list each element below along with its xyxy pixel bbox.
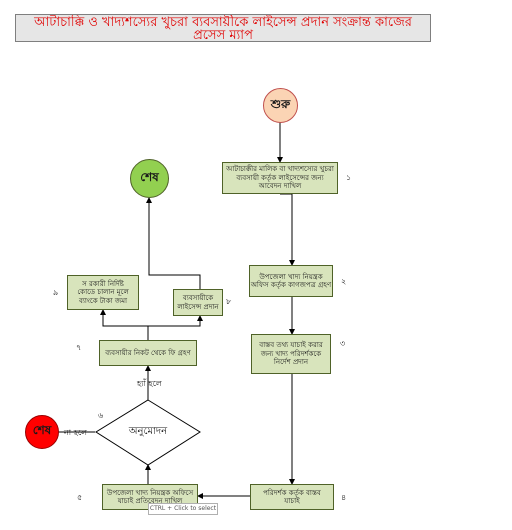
start-node: শুরু (263, 88, 298, 123)
start-label: শুরু (270, 96, 291, 111)
step5-line-1: উপজেলা খাদ্য নিয়ন্ত্রক অফিসে (106, 488, 194, 497)
title-line-1: আটাচাক্কি ও খাদ্যশস্যের খুচরা ব্যবসায়ীক… (34, 15, 412, 30)
reject-end-node: শেষ (25, 415, 59, 449)
step7-box: ব্যবসায়ীর নিকট থেকে ফি গ্রহণ (99, 340, 197, 366)
end-node: শেষ (130, 159, 169, 198)
ctrl-click-tooltip: CTRL + Click to select (148, 503, 218, 515)
edge-label-yes: হ্যাঁ হলে (137, 379, 162, 388)
end-label: শেষ (140, 169, 159, 184)
step9-box: স রকারী নির্দিষ্ট কোডে চালান মূলে ব্যাংক… (67, 275, 139, 310)
edge-step7-to-step8 (148, 315, 203, 327)
step4-line-1: পরিদর্শক কর্তৃক বাস্তব (263, 488, 321, 497)
step1-line-2: ব্যবসায়ী কর্তৃক লাইসেন্সের জন্য (236, 173, 324, 182)
step4-line-2: যাচাই (284, 497, 300, 505)
decision-number: ৬ (98, 411, 104, 420)
step4-number: ৪ (341, 493, 347, 502)
decision-label: অনুমোদন (128, 426, 168, 437)
step1-number: ১ (346, 173, 352, 182)
step9-line-2: কোডে চালান মূলে (77, 288, 129, 297)
step3-box: বাস্তব তথ্য যাচাই করার জন্য খাদ্য পরিদর্… (251, 334, 331, 374)
step9-line-1: স রকারী নির্দিষ্ট (82, 279, 124, 288)
step3-line-1: বাস্তব তথ্য যাচাই করার (259, 341, 323, 350)
step7-number: ৭ (76, 343, 82, 352)
step7-line-1: ব্যবসায়ীর নিকট থেকে ফি গ্রহণ (105, 348, 191, 357)
edge-label-no: না হলে (64, 428, 88, 437)
step8-line-2: লাইসেন্স প্রদান (177, 302, 219, 311)
edge-step1-to-step2 (280, 193, 295, 266)
step3-line-2: জন্য খাদ্য পরিদর্শককে (260, 349, 322, 358)
step2-line-2: অফিস কর্তৃক কাগজপত্র গ্রহণ (250, 281, 332, 289)
step5-line-2: যাচাই প্রতিবেদন দাখিল (117, 497, 183, 505)
step1-line-1: আটাচাক্কীর মালিক বা খাদ্যশস্যের খুচরা (226, 165, 334, 174)
step2-number: ২ (341, 277, 347, 286)
step1-line-3: আবেদন দাখিল (258, 182, 302, 191)
step4-box: পরিদর্শক কর্তৃক বাস্তব যাচাই (250, 484, 334, 510)
step1-box: আটাচাক্কীর মালিক বা খাদ্যশস্যের খুচরা ব্… (222, 162, 338, 194)
diagram-title: আটাচাক্কি ও খাদ্যশস্যের খুচরা ব্যবসায়ীক… (15, 14, 431, 42)
step2-line-1: উপজেলা খাদ্য নিয়ন্ত্রক (259, 272, 323, 281)
step3-number: ৩ (340, 339, 346, 348)
step9-line-3: ব্যাংকে টাকা জমা (78, 296, 128, 305)
decision-diamond (95, 399, 201, 466)
step5-number: ৫ (77, 493, 83, 502)
step8-line-1: ব্যবসায়ীকে (182, 294, 214, 302)
step9-number: ৯ (53, 288, 59, 297)
edge-step8-to-end (146, 197, 201, 289)
step2-box: উপজেলা খাদ্য নিয়ন্ত্রক অফিস কর্তৃক কাগজ… (249, 265, 333, 297)
edge-step7-to-step9 (100, 309, 149, 340)
title-line-2: প্রসেস ম্যাপ (193, 28, 253, 42)
step8-number: ৮ (226, 297, 232, 306)
step3-line-3: নির্দেশ প্রদান (273, 358, 309, 367)
step8-box: ব্যবসায়ীকে লাইসেন্স প্রদান (173, 289, 223, 316)
reject-end-label: শেষ (32, 423, 52, 437)
